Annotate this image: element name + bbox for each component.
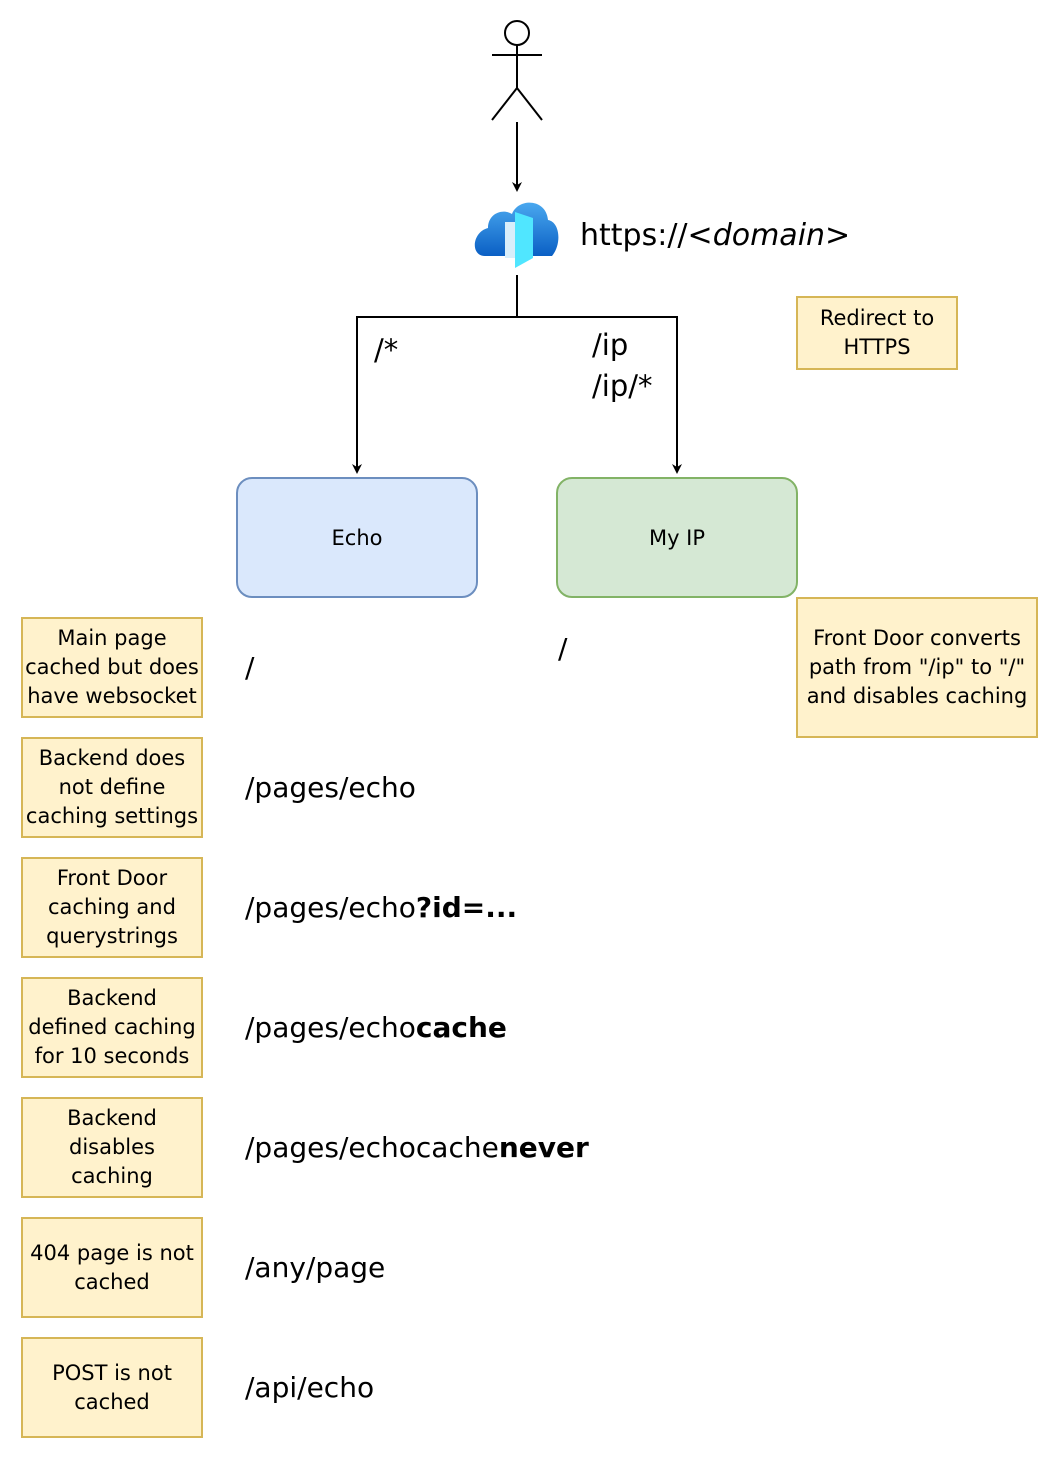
echo-row-path: /pages/echo?id=...	[245, 891, 518, 924]
echo-row-path: /pages/echo	[245, 771, 416, 804]
domain-name: domain	[712, 218, 826, 253]
echo-row-path: /pages/echocache	[245, 1011, 507, 1044]
myip-path: /	[558, 632, 568, 665]
echo-row-note: Front Door caching and querystrings	[21, 857, 203, 958]
myip-backend-node: My IP	[556, 477, 798, 598]
echo-row-path: /any/page	[245, 1251, 386, 1284]
frontdoor-to-myip-arrow	[517, 316, 682, 474]
echo-row-note: Backend does not define caching settings	[21, 737, 203, 838]
front-door-cloud-icon	[474, 202, 559, 268]
echo-row-note: 404 page is not cached	[21, 1217, 203, 1318]
user-icon	[491, 20, 543, 121]
domain-lt: <	[687, 218, 713, 253]
echo-row-note: Backend disables caching	[21, 1097, 203, 1198]
redirect-note-text: Redirect to HTTPS	[819, 306, 935, 359]
echo-row-note: Main page cached but does have websocket	[21, 617, 203, 718]
ip-route-label-1: /ip	[592, 328, 629, 362]
domain-label: https://<domain>	[580, 218, 850, 253]
frontdoor-to-echo-arrow	[352, 275, 518, 474]
myip-note-text: Front Door converts path from "/ip" to "…	[806, 626, 1028, 708]
echo-row-note: POST is not cached	[21, 1337, 203, 1438]
echo-row-note: Backend defined caching for 10 seconds	[21, 977, 203, 1078]
echo-row-path: /	[245, 651, 255, 684]
echo-node-label: Echo	[331, 525, 383, 550]
echo-backend-node: Echo	[236, 477, 478, 598]
domain-gt: >	[825, 218, 851, 253]
myip-note: Front Door converts path from "/ip" to "…	[796, 597, 1038, 738]
echo-route-label: /*	[374, 333, 399, 367]
domain-prefix: https://	[580, 218, 688, 253]
echo-row-path: /pages/echocachenever	[245, 1131, 589, 1164]
redirect-note: Redirect to HTTPS	[796, 296, 958, 370]
echo-row-path: /api/echo	[245, 1371, 375, 1404]
ip-route-label-2: /ip/*	[592, 369, 653, 403]
myip-node-label: My IP	[648, 525, 706, 550]
